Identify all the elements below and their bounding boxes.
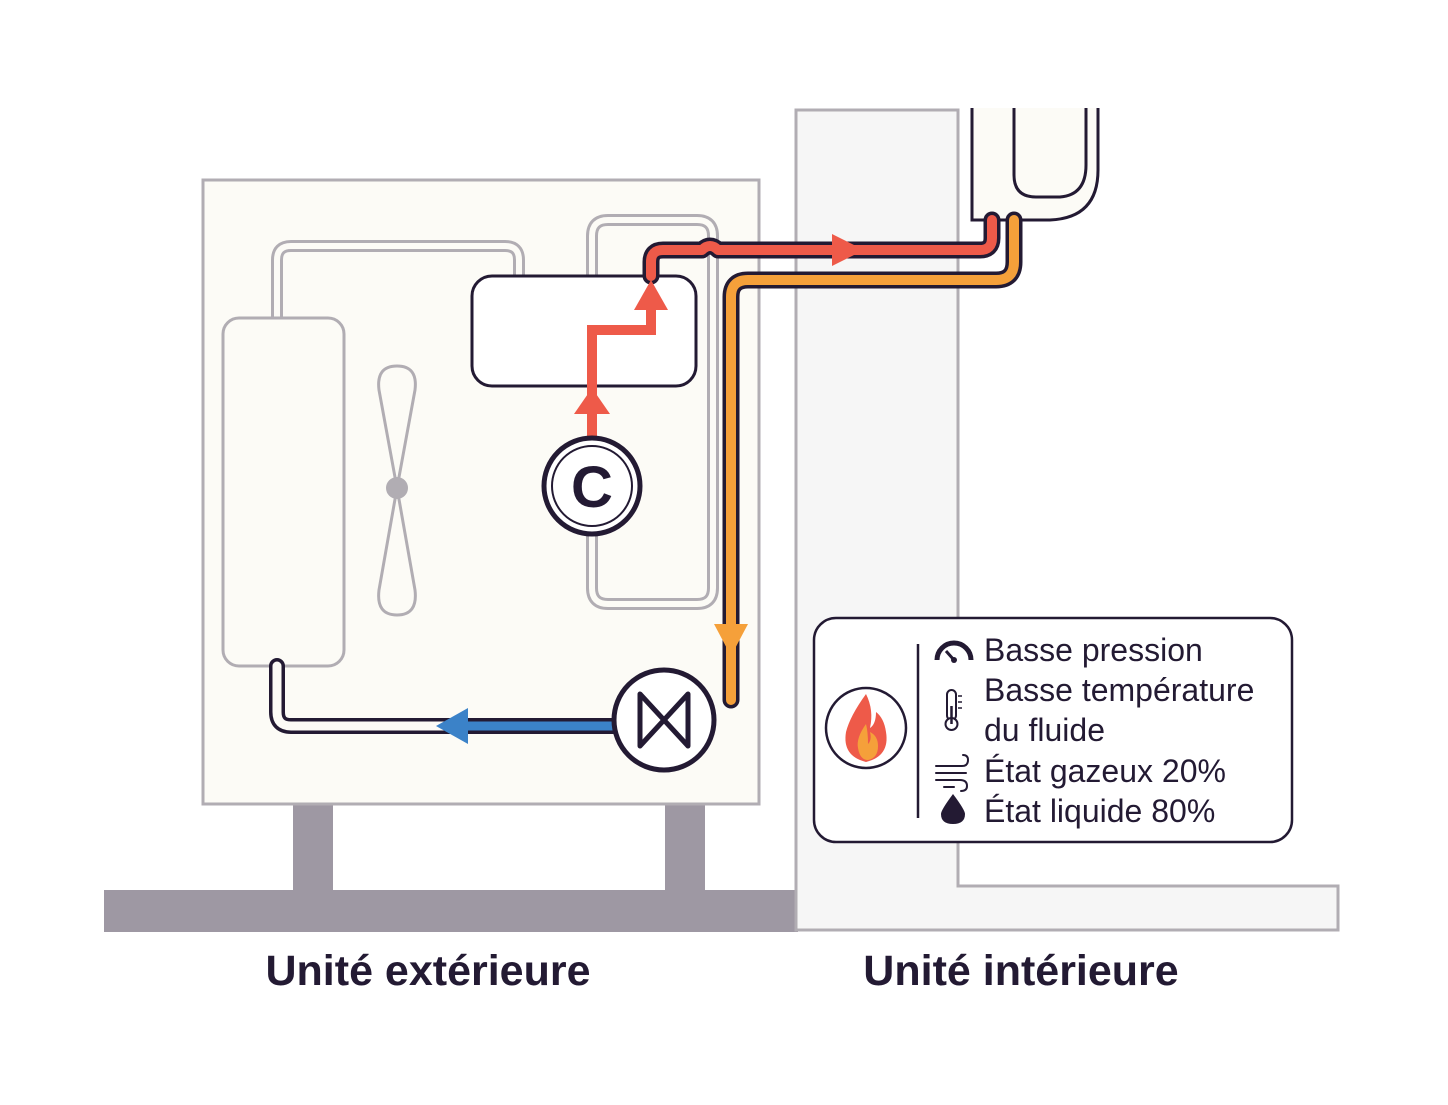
warm-flow-arrow bbox=[714, 624, 748, 656]
legend-item-low-pressure: Basse pression bbox=[984, 632, 1203, 668]
legend-panel: Basse pression Basse température du flui… bbox=[812, 616, 1294, 844]
unit-leg-right bbox=[665, 802, 705, 892]
compressor-discharge-line bbox=[574, 280, 668, 440]
discharge-arrow-bottom bbox=[574, 388, 610, 414]
indoor-unit bbox=[970, 108, 1100, 222]
unit-leg-left bbox=[293, 802, 333, 892]
indoor-unit-label: Unité intérieure bbox=[863, 947, 1178, 995]
warm-flow-line bbox=[722, 211, 1023, 709]
thermometer-icon bbox=[944, 689, 962, 731]
fan-icon bbox=[377, 364, 417, 617]
legend-item-of-fluid: du fluide bbox=[984, 712, 1105, 748]
outdoor-unit-label: Unité extérieure bbox=[265, 947, 590, 995]
legend-item-low-temperature: Basse température bbox=[984, 672, 1254, 708]
liquid-drop-icon bbox=[941, 794, 965, 824]
expansion-valve-icon bbox=[611, 667, 717, 773]
ground-slab bbox=[104, 890, 798, 932]
cold-flow-arrow bbox=[436, 708, 468, 744]
inactive-tubes bbox=[271, 214, 719, 610]
hot-gas-arrow bbox=[832, 234, 864, 266]
heat-exchanger-coil bbox=[221, 316, 346, 668]
legend-item-gas-state: État gazeux 20% bbox=[984, 753, 1226, 789]
wind-gas-icon bbox=[935, 754, 970, 792]
reversing-valve-box bbox=[470, 274, 698, 388]
compressor-label: C bbox=[571, 455, 613, 520]
liquid-line bbox=[269, 658, 624, 734]
discharge-arrow-top bbox=[634, 280, 668, 310]
compressor-icon: C bbox=[541, 435, 643, 537]
cold-flow-line bbox=[436, 708, 616, 744]
hot-gas-line bbox=[642, 211, 1001, 285]
legend-item-liquid-state: État liquide 80% bbox=[984, 793, 1215, 829]
flame-icon bbox=[824, 686, 908, 770]
pressure-gauge-icon bbox=[934, 640, 974, 663]
